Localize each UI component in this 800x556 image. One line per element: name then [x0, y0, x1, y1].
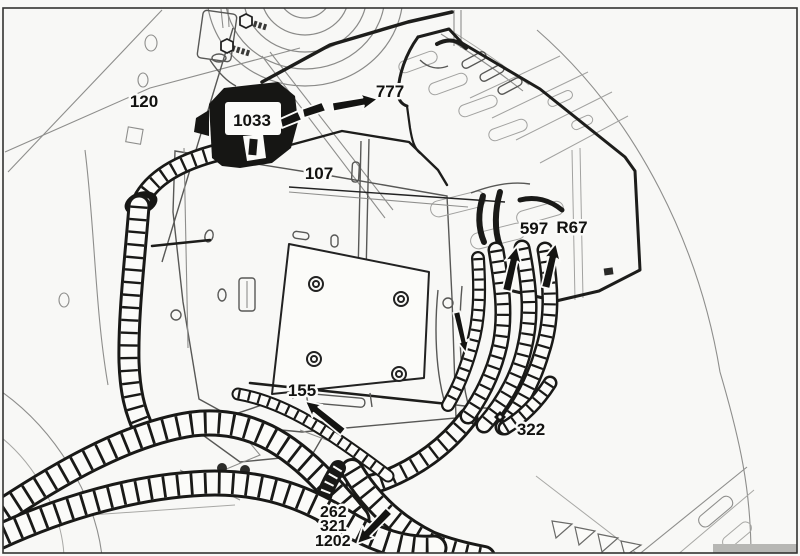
callout-1202: 1202 — [315, 533, 351, 550]
figure-border — [2, 7, 798, 554]
bolt-head — [239, 12, 253, 30]
callout-777: 777 — [376, 82, 404, 101]
left-harness-tube — [121, 150, 228, 426]
callout-321: 321 — [320, 518, 347, 535]
bolt-head — [220, 37, 234, 55]
equipment-box — [270, 27, 642, 303]
right-bracket — [435, 285, 469, 405]
serrated-trim — [551, 520, 643, 553]
left-bracket — [150, 147, 212, 349]
callout-322: 322 — [517, 420, 545, 439]
routing-arrows — [279, 89, 566, 551]
callout-107: 107 — [305, 164, 333, 183]
relay-bracket-1033 — [194, 82, 298, 168]
callout-labels: 120 1033 777 107 597 R67 155 322 262 321… — [127, 80, 590, 553]
callout-262: 262 — [320, 504, 347, 521]
harness-hooks — [476, 189, 565, 249]
strut-tower-dome — [207, 8, 403, 87]
callout-1033: 1033 — [233, 111, 271, 130]
arrow-777-right — [279, 89, 381, 129]
callout-120: 120 — [130, 92, 158, 111]
support-panel — [172, 150, 457, 433]
callout-r67: R67 — [556, 218, 587, 237]
cable-tie-link — [494, 411, 506, 423]
callout-155: 155 — [288, 381, 316, 400]
callout-597: 597 — [520, 219, 548, 238]
scan-artifact — [713, 544, 797, 553]
mounting-bolts — [196, 9, 269, 87]
mounting-plate — [271, 243, 430, 395]
